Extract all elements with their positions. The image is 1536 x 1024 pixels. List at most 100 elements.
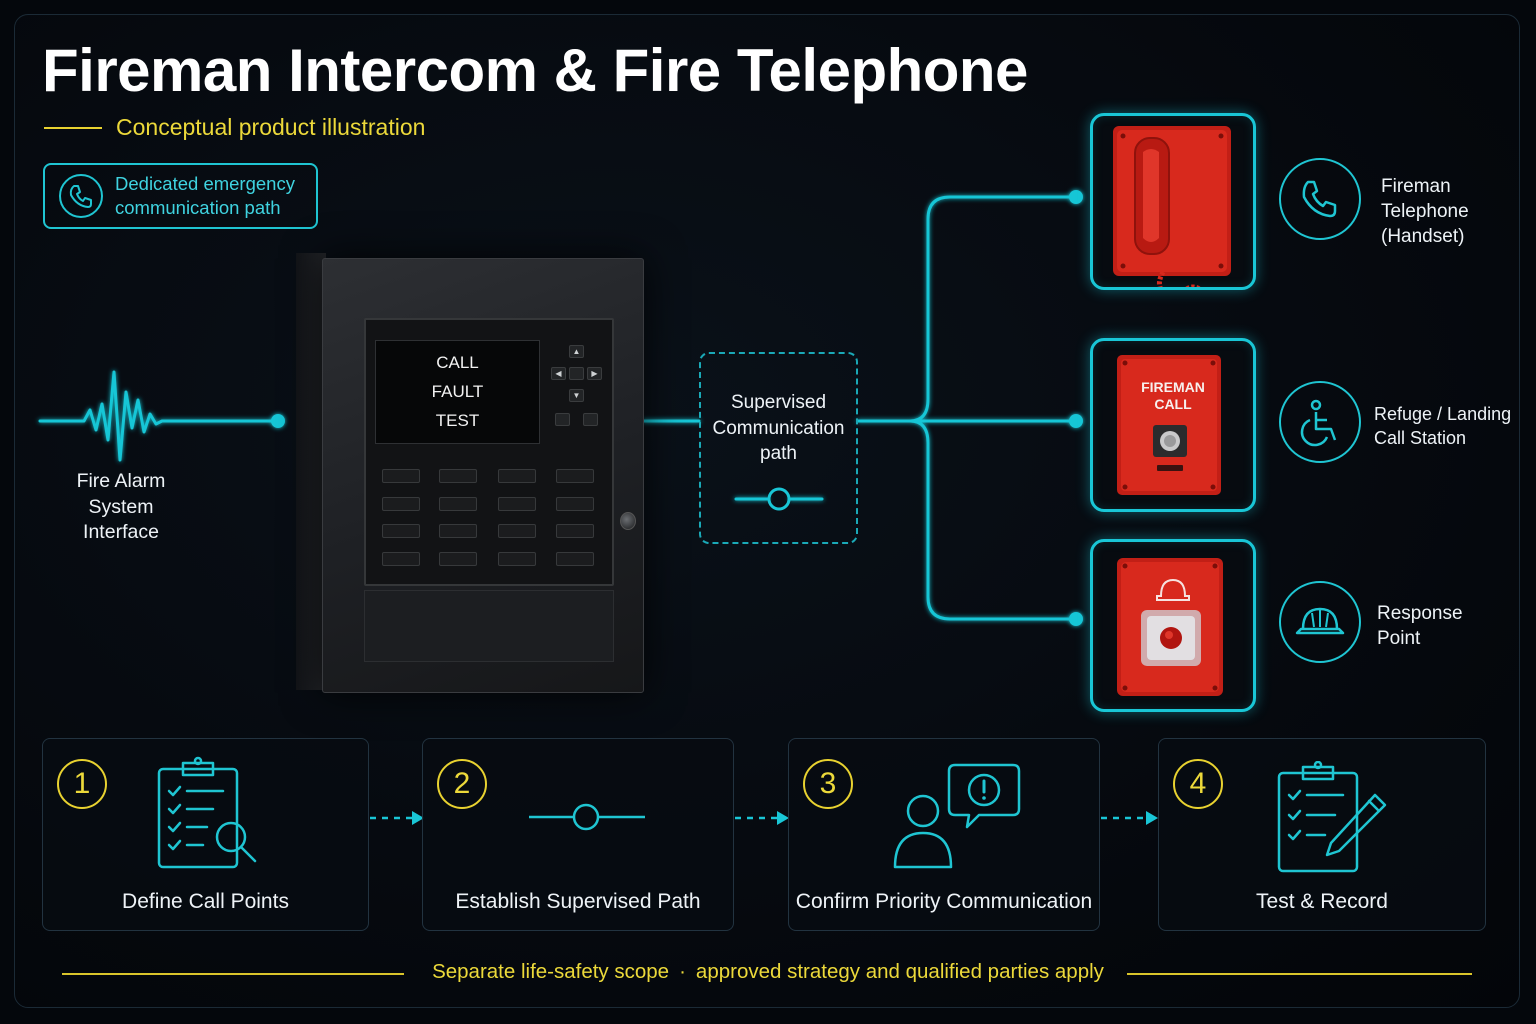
- supervised-path-label: Supervised Communication path: [699, 390, 858, 467]
- panel-display: CALL FAULT TEST: [375, 340, 540, 444]
- panel-key-6[interactable]: [439, 497, 477, 511]
- interface-node: [271, 414, 285, 428]
- nav-down-button[interactable]: ▼: [569, 389, 584, 402]
- phone-icon: [59, 174, 103, 218]
- telephone-label-line-1: Fireman: [1381, 176, 1451, 197]
- panel-key-8[interactable]: [556, 497, 594, 511]
- telephone-label-line-2: Telephone: [1381, 201, 1469, 222]
- footer-separator: ·: [679, 960, 686, 983]
- supervised-line-3: path: [760, 443, 797, 464]
- clipboard-pencil-icon: [1277, 761, 1387, 873]
- panel-key-3[interactable]: [498, 469, 536, 483]
- response-label-line-1: Response: [1377, 603, 1463, 624]
- supervised-line-icon: [529, 803, 645, 831]
- panel-key-11[interactable]: [498, 524, 536, 538]
- footer-left-text: Separate life-safety scope: [432, 960, 670, 983]
- interface-label-line-1: Fire Alarm: [76, 470, 166, 492]
- red-response-point-image: [1117, 558, 1223, 696]
- response-label-line-2: Point: [1377, 628, 1421, 649]
- interface-label-line-2: System: [88, 495, 154, 518]
- panel-function-button-2[interactable]: [583, 413, 598, 426]
- supervised-path-box: [699, 352, 858, 544]
- badge-line-1: Dedicated emergency: [115, 173, 295, 194]
- step-label-2: Establish Supervised Path: [455, 890, 701, 913]
- node-telephone: [1069, 190, 1083, 204]
- step-number-2: 2: [437, 759, 487, 809]
- panel-key-14[interactable]: [439, 552, 477, 566]
- badge-text: Dedicated emergency communication path: [115, 172, 295, 220]
- panel-key-2[interactable]: [439, 469, 477, 483]
- footer-line-right: [1127, 973, 1472, 975]
- footer-line-left: [62, 973, 404, 975]
- red-call-station-image: [1117, 355, 1221, 495]
- phone-icon: [1279, 158, 1361, 240]
- panel-key-12[interactable]: [556, 524, 594, 538]
- panel-key-5[interactable]: [382, 497, 420, 511]
- panel-key-10[interactable]: [439, 524, 477, 538]
- interface-label-line-3: Interface: [83, 521, 159, 543]
- fireman-telephone-label: Fireman Telephone (Handset): [1381, 174, 1469, 249]
- nav-up-button[interactable]: ▲: [569, 345, 584, 358]
- telephone-label-line-3: (Handset): [1381, 226, 1465, 247]
- fire-alarm-interface-label: Fire Alarm System Interface: [60, 469, 182, 546]
- step-card-1: 1 Define Call Points: [42, 738, 369, 931]
- step-number-4: 4: [1173, 759, 1223, 809]
- step-number-1: 1: [57, 759, 107, 809]
- node-call-station: [1069, 414, 1083, 428]
- page-subtitle: Conceptual product illustration: [116, 114, 426, 140]
- response-point-label: Response Point: [1377, 601, 1463, 651]
- panel-side: [296, 253, 326, 690]
- display-fault: FAULT: [431, 382, 484, 401]
- panel-lower-section: [364, 590, 614, 662]
- step-label-1: Define Call Points: [122, 890, 289, 913]
- refuge-call-station-label: Refuge / Landing Call Station: [1374, 402, 1511, 450]
- supervised-line-1: Supervised: [730, 392, 827, 413]
- wheelchair-icon: [1279, 381, 1361, 463]
- red-telephone-image: [1113, 126, 1231, 300]
- panel-key-13[interactable]: [382, 552, 420, 566]
- panel-key-9[interactable]: [382, 524, 420, 538]
- refuge-call-station-tile: FIREMAN CALL: [1090, 338, 1256, 512]
- step-label-4: Test & Record: [1256, 890, 1388, 913]
- plate-text-line-1: FIREMAN: [1141, 379, 1205, 395]
- signal-waveform: [38, 370, 280, 462]
- fire-helmet-icon: [1279, 581, 1361, 663]
- bus-wire-bottom: [908, 419, 1078, 621]
- response-point-tile: [1090, 539, 1256, 712]
- node-response-point: [1069, 612, 1083, 626]
- nav-right-button[interactable]: ▶: [587, 367, 602, 380]
- bus-wire-top: [908, 195, 1078, 423]
- subtitle-accent-line: [44, 127, 102, 129]
- footer-note: Separate life-safety scope · approved stra…: [0, 960, 1536, 984]
- step-card-2: 2 Establish Supervised Path: [422, 738, 734, 931]
- display-test: TEST: [435, 411, 480, 430]
- call-station-plate-text: FIREMAN CALL: [1093, 379, 1253, 413]
- nav-ok-button[interactable]: [569, 367, 584, 380]
- step-card-3: 3 Confirm Priority Communication: [788, 738, 1100, 931]
- badge-line-2: communication path: [115, 197, 281, 218]
- plate-text-line-2: CALL: [1154, 396, 1192, 412]
- emergency-path-badge: Dedicated emergency communication path: [43, 163, 318, 229]
- call-station-label-line-2: Call Station: [1374, 428, 1467, 448]
- panel-key-16[interactable]: [556, 552, 594, 566]
- step-label-3: Confirm Priority Communication: [795, 890, 1093, 913]
- panel-key-4[interactable]: [556, 469, 594, 483]
- display-call: CALL: [436, 353, 479, 372]
- clipboard-search-icon: [157, 756, 257, 869]
- fireman-telephone-tile: [1090, 113, 1256, 300]
- supervised-line-2: Communication: [712, 417, 845, 439]
- call-station-label-line-1: Refuge / Landing: [1374, 404, 1512, 424]
- nav-left-button[interactable]: ◀: [551, 367, 566, 380]
- panel-key-7[interactable]: [498, 497, 536, 511]
- panel-lock: [620, 512, 636, 530]
- step-card-4: 4 Test & Record: [1158, 738, 1486, 931]
- footer-right-text: approved strategy and qualified parties …: [695, 960, 1104, 983]
- step-number-3: 3: [803, 759, 853, 809]
- panel-function-button-1[interactable]: [555, 413, 570, 426]
- panel-key-15[interactable]: [498, 552, 536, 566]
- page-title: Fireman Intercom & Fire Telephone: [42, 37, 1028, 104]
- supervised-node-symbol: [767, 487, 791, 511]
- person-alert-icon: [893, 763, 1021, 869]
- panel-key-1[interactable]: [382, 469, 420, 483]
